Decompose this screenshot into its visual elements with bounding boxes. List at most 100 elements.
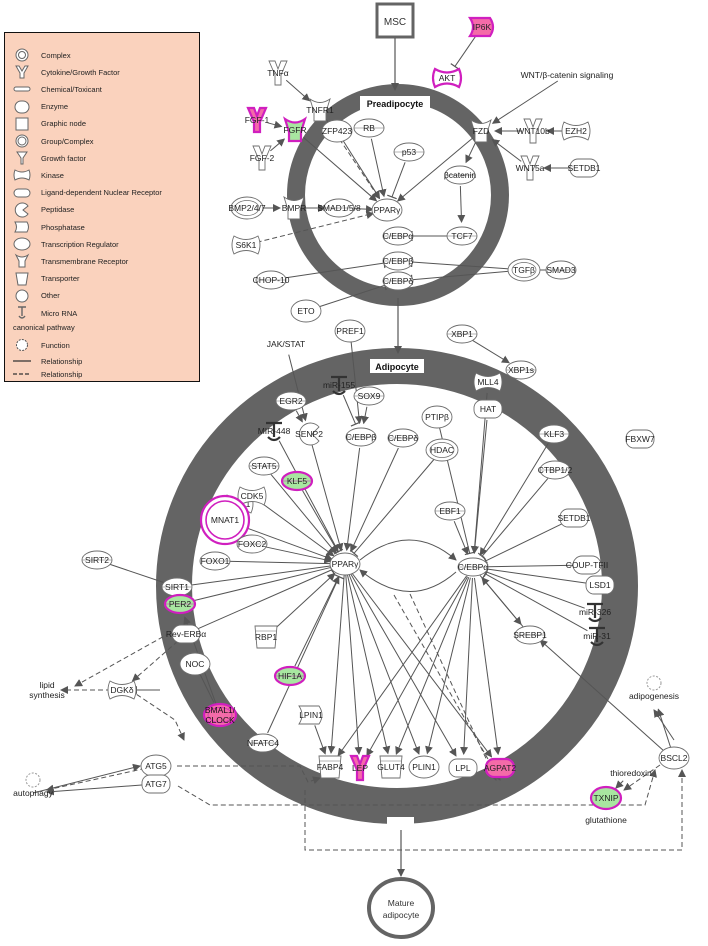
node-s6k1[interactable]: S6K1 — [231, 235, 261, 255]
node-coup-tfii[interactable]: COUP-TFII — [566, 555, 609, 575]
node-mnat1[interactable]: MNAT1 — [199, 494, 251, 546]
node-eto[interactable]: ETO — [290, 299, 322, 323]
relationship-edge — [359, 539, 457, 561]
node-klf3[interactable]: KLF3 — [538, 424, 570, 444]
node-bmpr[interactable]: BMPR — [282, 195, 307, 220]
node-senp2[interactable]: SENP2 — [295, 422, 323, 446]
node-setdb1[interactable]: SETDB1 — [567, 158, 601, 178]
node-fgf-1[interactable]: FGF-1 — [245, 106, 270, 134]
node-zfp423[interactable]: ZFP423 — [321, 119, 353, 143]
node-xbp1s[interactable]: XBP1s — [505, 360, 537, 380]
node-chop-10[interactable]: CHOP-10 — [253, 270, 290, 290]
node-klf5[interactable]: KLF5 — [280, 470, 314, 492]
node-setdb1[interactable]: SETDB1 — [557, 508, 591, 528]
node-c-ebp[interactable]: C/EBPδ — [382, 271, 414, 291]
node-mir-448[interactable]: MIR-448 — [258, 421, 291, 442]
node-lsd1[interactable]: LSD1 — [585, 575, 615, 595]
node-mir-155[interactable]: miR-155 — [323, 375, 355, 396]
node-tcf7[interactable]: TCF7 — [446, 226, 478, 246]
relationship-edge — [454, 35, 477, 67]
node-dgk[interactable]: DGKδ — [107, 680, 137, 700]
node-c-ebp[interactable]: C/EBPα — [382, 226, 414, 246]
node-mll4[interactable]: MLL4 — [473, 372, 503, 392]
node-txnip[interactable]: TXNIP — [589, 785, 623, 811]
node-tnfr1[interactable]: TNFR1 — [306, 97, 334, 122]
node-ebf1[interactable]: EBF1 — [434, 501, 466, 521]
node-smad3[interactable]: SMAD3 — [545, 260, 577, 280]
node-per2[interactable]: PER2 — [163, 593, 197, 615]
node-c-ebp[interactable]: C/EBPδ — [387, 428, 419, 448]
node-ptip[interactable]: PTIPβ — [421, 405, 453, 429]
node-rbp1[interactable]: RBP1 — [254, 625, 278, 649]
node-nfatc4[interactable]: NFATC4 — [247, 733, 279, 753]
node-lpin1[interactable]: LPIN1 — [298, 705, 323, 725]
node-c-ebp[interactable]: C/EBPβ — [345, 427, 377, 447]
node-mir-31[interactable]: miR-31 — [583, 626, 611, 647]
node-wnt10b[interactable]: WNT10b — [516, 118, 550, 144]
node-label: p53 — [402, 147, 416, 157]
node-adipogenesis[interactable]: adipogenesis — [629, 675, 679, 701]
relationship-edge — [288, 354, 308, 422]
node-glutathione[interactable]: glutathione — [585, 815, 627, 825]
node-glut4[interactable]: GLUT4 — [377, 755, 405, 779]
node-ezh2[interactable]: EZH2 — [561, 121, 591, 141]
node-hdac[interactable]: HDAC — [425, 438, 459, 462]
node-hif1a[interactable]: HIF1A — [273, 665, 307, 687]
legend-item-ligand-dependent-nuclear-receptor: Ligand-dependent Nuclear Receptor — [11, 185, 197, 201]
node-c-ebp[interactable]: C/EBPβ — [382, 251, 414, 271]
node-hat[interactable]: HAT — [473, 399, 503, 419]
node-rb[interactable]: RB — [353, 118, 385, 138]
node-thioredoxin[interactable]: thioredoxin — [610, 768, 652, 778]
node-label: βcatenin — [444, 170, 477, 180]
node-autophagy[interactable]: autophagy — [13, 772, 54, 798]
node-bscl2[interactable]: BSCL2 — [658, 746, 690, 770]
node-foxc2[interactable]: FOXC2 — [236, 534, 268, 554]
legend-label: Peptidase — [41, 205, 75, 215]
node-sirt2[interactable]: SIRT2 — [81, 550, 113, 570]
node-fgf-2[interactable]: FGF-2 — [250, 145, 275, 171]
node-fgfr[interactable]: FGFR — [283, 116, 307, 143]
node-ip6k[interactable]: IP6K — [467, 16, 495, 38]
node-catenin[interactable]: βcatenin — [444, 165, 477, 185]
node-p53[interactable]: p53 — [393, 142, 425, 162]
node-tgf[interactable]: TGFβ — [507, 258, 541, 282]
node-lpl[interactable]: LPL — [448, 758, 478, 778]
relationship-edge — [281, 262, 385, 279]
node-bmal1-clock[interactable]: BMAL1/CLOCK — [202, 702, 238, 728]
node-plin1[interactable]: PLIN1 — [408, 755, 440, 779]
node-sirt1[interactable]: SIRT1 — [161, 577, 193, 597]
node-sox9[interactable]: SOX9 — [353, 386, 385, 406]
node-rev-erb[interactable]: Rev-ERBα — [166, 624, 206, 644]
node-fabp4[interactable]: FABP4 — [317, 755, 344, 779]
node-noc[interactable]: NOC — [179, 652, 211, 676]
node-jak-stat[interactable]: JAK/STAT — [267, 339, 305, 349]
node-label: NOC — [186, 659, 205, 669]
node-wnt5a[interactable]: WNT5a — [516, 155, 545, 181]
node-egr2[interactable]: EGR2 — [275, 391, 307, 411]
node-atg7[interactable]: ATG7 — [141, 774, 171, 794]
node-bmp2-4-7[interactable]: BMP2/4/7 — [228, 196, 266, 220]
node-mir-326[interactable]: miR-326 — [579, 602, 611, 623]
node-akt[interactable]: AKT — [431, 67, 463, 89]
node-stat5[interactable]: STAT5 — [248, 456, 280, 476]
node-ctbp1-2[interactable]: CTBP1/2 — [538, 460, 573, 480]
node-ppar[interactable]: PPARγ — [329, 552, 361, 576]
node-tnf[interactable]: TNFα — [267, 60, 289, 86]
node-pref1[interactable]: PREF1 — [334, 319, 366, 343]
relationship-edges — [32, 35, 686, 851]
node-ppar[interactable]: PPARγ — [371, 198, 403, 222]
node-xbp1[interactable]: XBP1 — [446, 324, 478, 344]
relationship-edge — [270, 474, 337, 554]
node-wnt-catenin-signaling[interactable]: WNT/β-catenin signaling — [521, 70, 614, 80]
node-atg5[interactable]: ATG5 — [140, 754, 172, 778]
node-smad1-5-8[interactable]: SMAD1/5/8 — [317, 198, 361, 218]
node-fzd[interactable]: FZD — [470, 118, 492, 143]
node-c-ebp[interactable]: C/EBPα — [457, 557, 489, 577]
node-lep[interactable]: LEP — [349, 754, 371, 782]
node-fbxw7[interactable]: FBXW7 — [625, 429, 655, 449]
node-srebp1[interactable]: SREBP1 — [513, 625, 547, 645]
node-agpat2[interactable]: AGPAT2 — [484, 757, 517, 779]
node-foxo1[interactable]: FOXO1 — [199, 551, 231, 571]
